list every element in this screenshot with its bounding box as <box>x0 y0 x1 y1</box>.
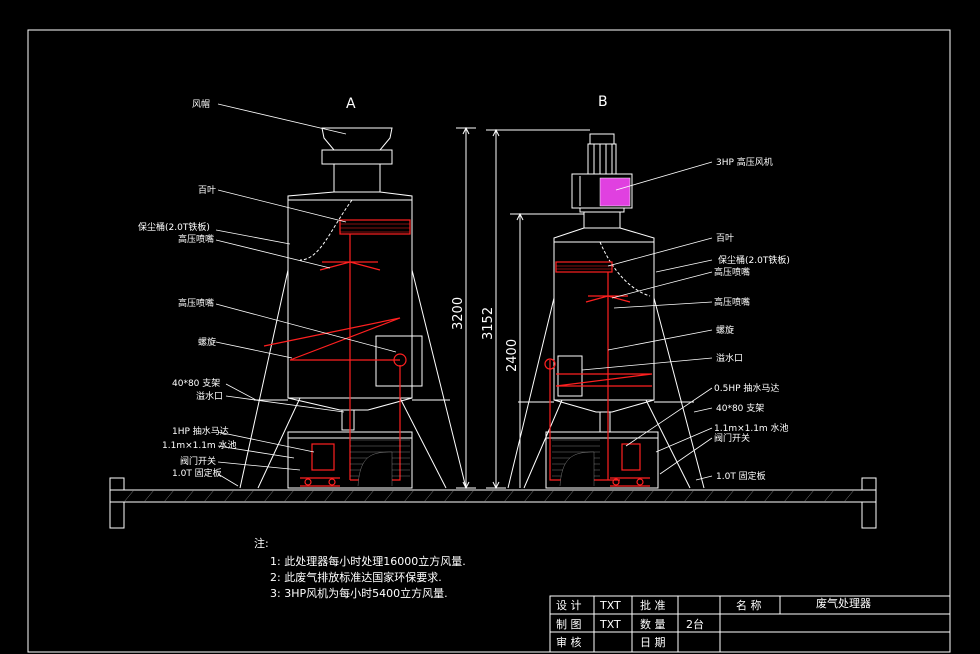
notes-heading: 注: <box>254 536 269 550</box>
tb-name-value: 废气处理器 <box>816 596 871 610</box>
ground-slab <box>109 477 877 529</box>
tb-qty-label: 数 量 <box>640 618 666 631</box>
tower-a-red <box>263 219 411 487</box>
label-b-bracket: 40*80 支架 <box>716 402 764 414</box>
tank-b-hatch <box>552 439 600 487</box>
title-block <box>549 595 951 653</box>
tower-b-red <box>544 261 653 487</box>
fan-magenta <box>599 177 631 207</box>
tb-draw-label: 制 图 <box>556 618 582 631</box>
label-b-bucket: 保尘桶(2.0T铁板) <box>718 254 790 266</box>
label-b-nozzle1: 高压喷嘴 <box>714 266 750 278</box>
tower-b <box>507 133 705 489</box>
tb-draw-value: TXT <box>599 618 621 631</box>
note-3: 3: 3HP风机为每小时5400立方风量. <box>270 586 448 600</box>
tower-a-title: A <box>346 96 356 112</box>
dimension-b <box>486 128 590 490</box>
note-2: 2: 此废气排放标准达国家环保要求. <box>270 570 442 584</box>
label-a-pump: 1HP 抽水马达 <box>172 425 229 437</box>
label-b-pump: 0.5HP 抽水马达 <box>714 382 779 394</box>
note-1: 1: 此处理器每小时处理16000立方风量. <box>270 554 466 568</box>
leaders-b <box>581 161 713 481</box>
tb-approve-label: 批 准 <box>640 598 666 612</box>
label-a-bracket: 40*80 支架 <box>172 377 220 389</box>
label-a-louver: 百叶 <box>198 185 216 196</box>
label-b-louver: 百叶 <box>716 233 734 244</box>
tb-qty-value: 2台 <box>686 617 704 631</box>
label-a-valve: 阀门开关 <box>180 455 216 467</box>
tb-date-label: 日 期 <box>640 636 666 649</box>
leaders-a <box>215 103 397 487</box>
tower-a <box>239 127 467 489</box>
label-a-pool: 1.1m×1.1m 水池 <box>162 439 237 451</box>
label-b-nozzle2: 高压喷嘴 <box>714 296 750 308</box>
tb-name-label: 名 称 <box>736 598 762 612</box>
label-b-spiral: 螺旋 <box>716 324 734 336</box>
label-b-fan: 3HP 高压风机 <box>716 156 773 168</box>
drawing-frame <box>27 29 951 653</box>
label-a-bucket: 保尘桶(2.0T铁板) <box>138 221 210 233</box>
dim-b-text: 3152 <box>481 307 496 340</box>
label-a-overflow: 溢水口 <box>196 390 223 402</box>
label-a-nozzle2: 高压喷嘴 <box>178 297 214 309</box>
dim-b-inner-text: 2400 <box>505 339 520 372</box>
label-a-spiral: 螺旋 <box>198 336 216 348</box>
tower-b-title: B <box>598 94 608 110</box>
dimension-a <box>456 126 476 490</box>
tb-design-value: TXT <box>599 599 621 612</box>
tb-review-label: 审 核 <box>556 635 582 649</box>
dim-a-text: 3200 <box>451 297 466 330</box>
label-b-pool: 1.1m×1.1m 水池 <box>714 422 789 434</box>
tank-a-hatch <box>350 439 410 487</box>
label-a-nozzle1: 高压喷嘴 <box>178 233 214 245</box>
label-b-valve: 阀门开关 <box>714 432 750 444</box>
label-a-plate: 1.0T 固定板 <box>172 467 222 479</box>
tb-design-label: 设 计 <box>556 599 582 612</box>
label-b-plate: 1.0T 固定板 <box>716 470 766 482</box>
label-a-cap: 风帽 <box>192 98 210 110</box>
label-b-overflow: 溢水口 <box>716 352 743 364</box>
